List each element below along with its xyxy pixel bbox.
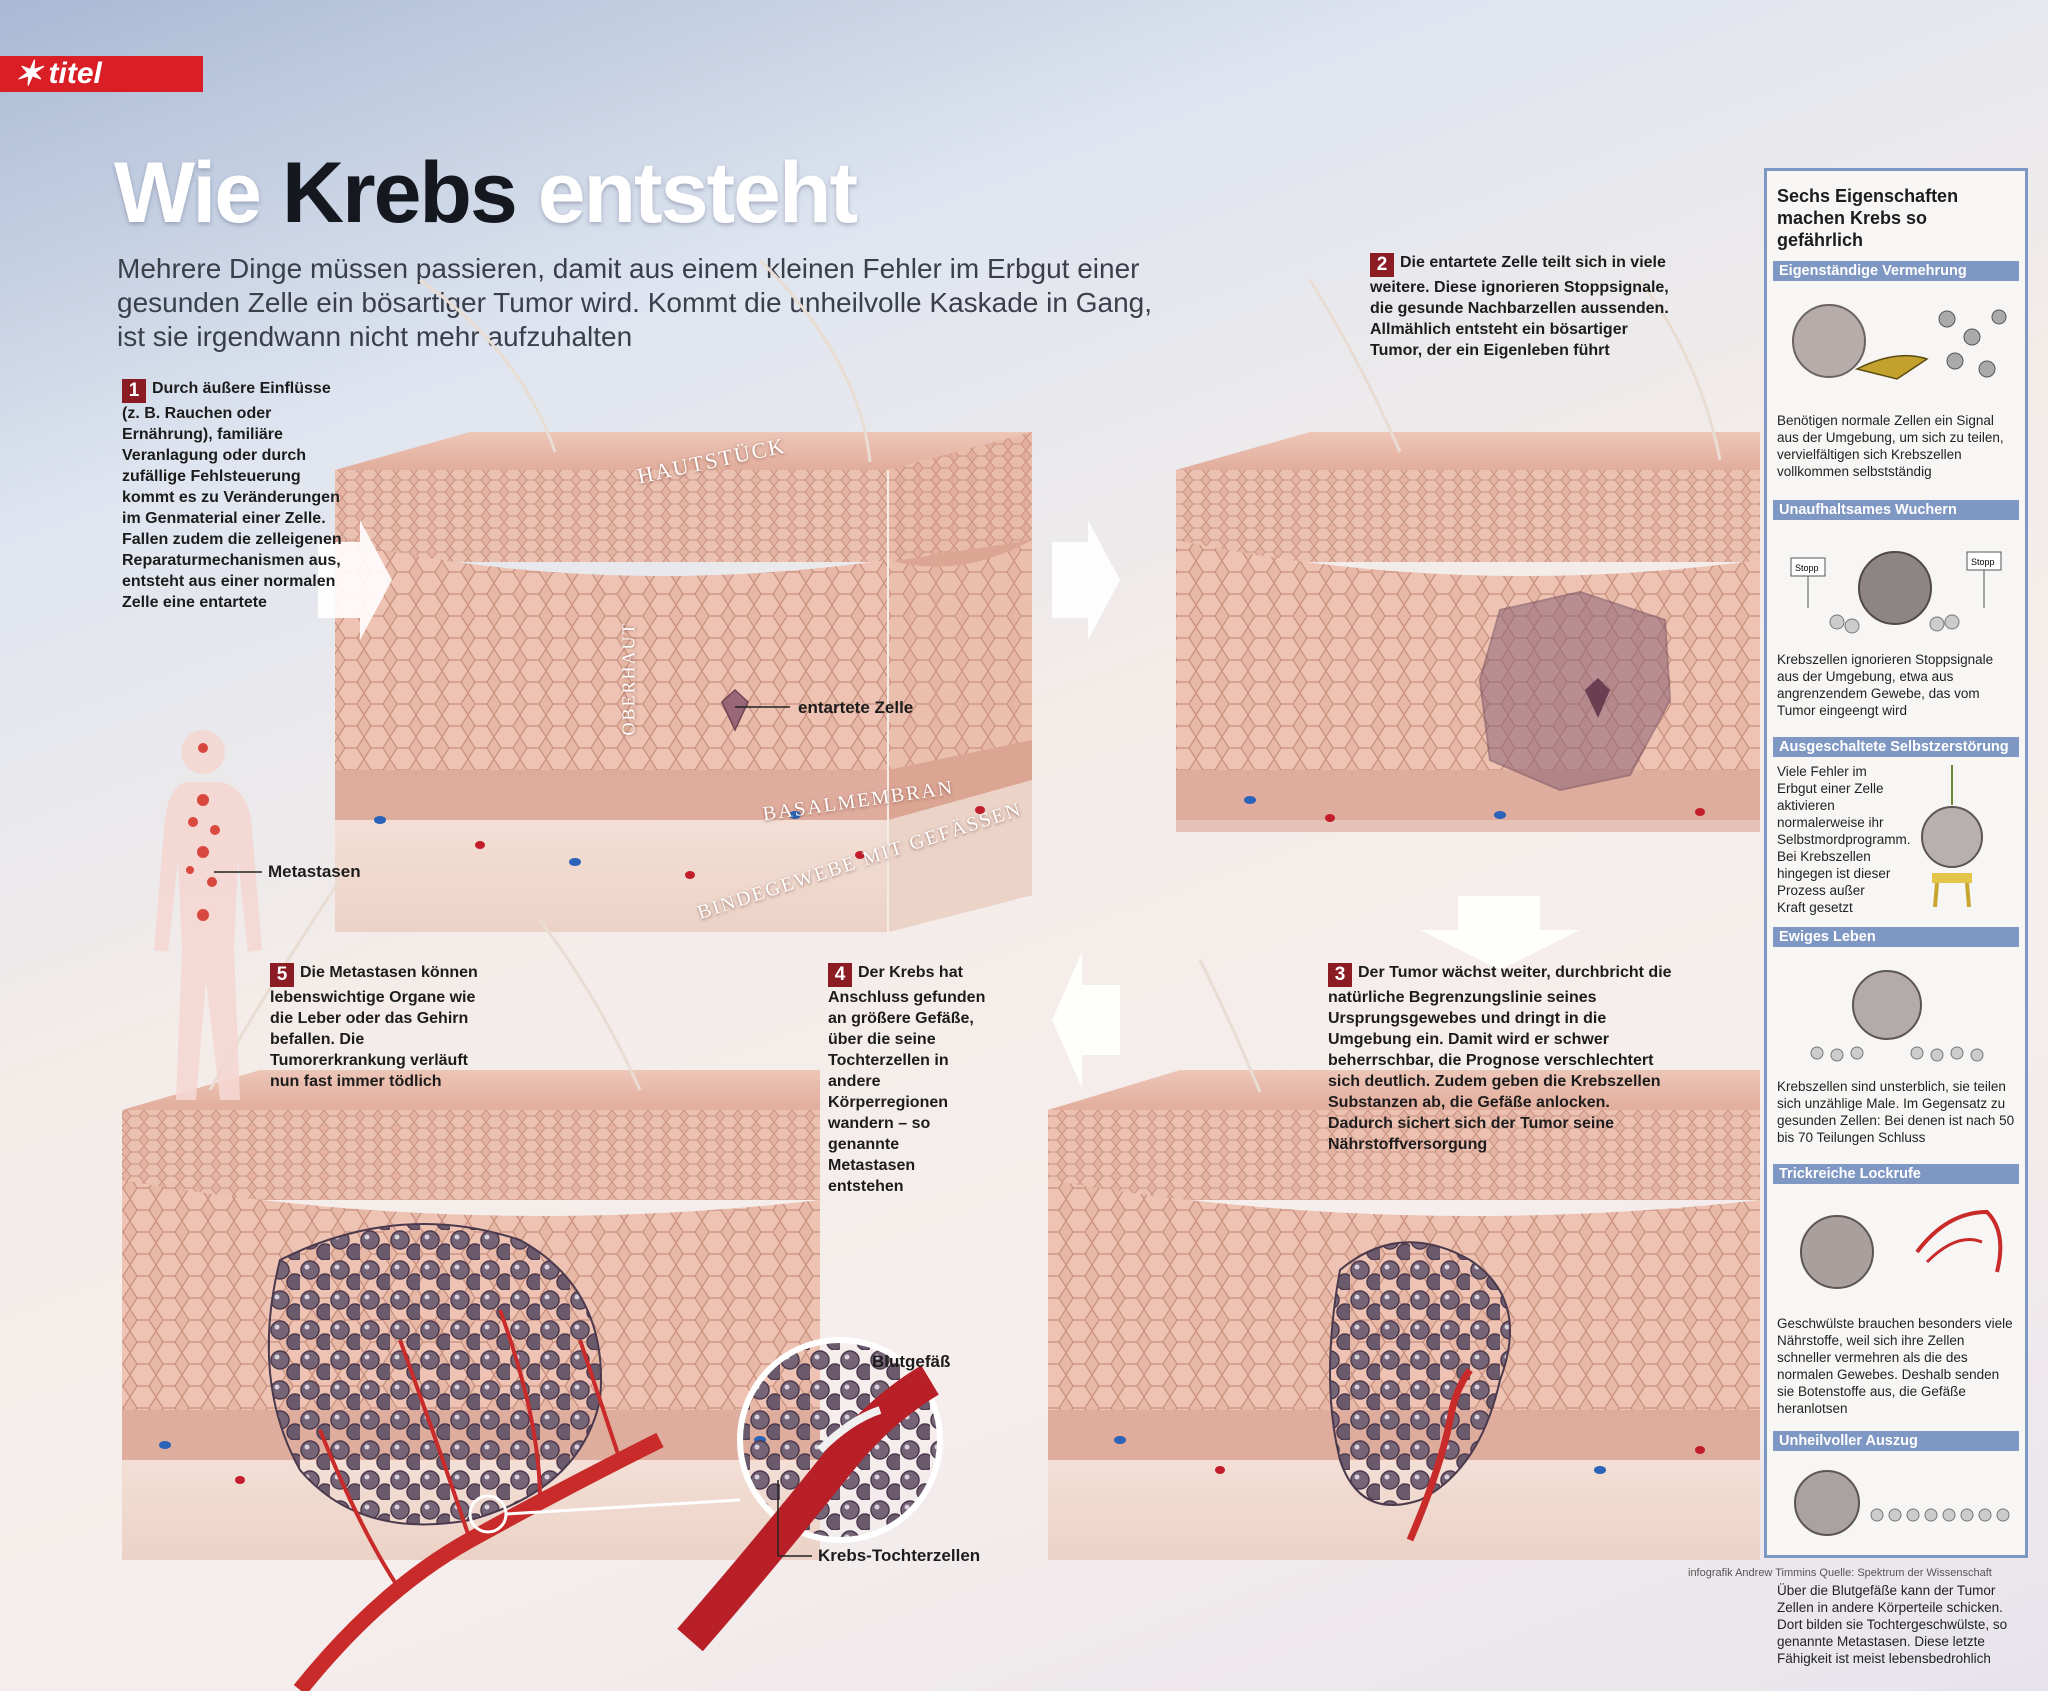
cancer-cell-illustration <box>1792 304 2007 380</box>
star-icon: ✶ <box>14 55 43 93</box>
arrow-right-icon <box>1052 520 1120 640</box>
credit-line: infografik Andrew Timmins Quelle: Spektr… <box>1688 1567 1992 1579</box>
title-part-2: Krebs <box>282 145 518 241</box>
sidebar-item: Ewiges Leben Krebszellen sind unsterblic… <box>1767 927 2025 1146</box>
magnifier-blood-vessel <box>677 1337 943 1652</box>
exodus-cell-illustration <box>1794 1470 2010 1536</box>
cancer-cell-stop-illustration: Stopp Stopp <box>1790 551 2002 634</box>
stop-sign-text: Stopp <box>1971 557 1995 567</box>
callout-tochterzellen: Krebs-Tochterzellen <box>818 1546 981 1565</box>
skin-block-4 <box>122 879 820 1691</box>
sidebar-item: Ausgeschaltete Selbstzerstörung Viele Fe… <box>1767 737 2025 915</box>
step-text: Die entartete Zelle teilt sich in viele … <box>1370 254 1669 359</box>
arrow-right-icon <box>318 520 392 640</box>
sidebar-item-head: Eigenständige Vermehrung <box>1773 261 2019 281</box>
sidebar-item-text: Krebszellen sind unsterblich, sie teilen… <box>1777 1079 2015 1145</box>
step-text: Der Krebs hat Anschluss gefunden an größ… <box>828 964 986 1195</box>
sidebar-item-head: Unaufhaltsames Wuchern <box>1773 500 2019 520</box>
arrow-left-icon <box>1052 952 1120 1088</box>
immortal-cell-illustration <box>1810 970 1984 1062</box>
sidebar-item-text: Krebszellen ignorieren Stoppsignale aus … <box>1777 652 1994 718</box>
section-tag: ✶ titel <box>0 55 203 93</box>
section-tag-label: titel <box>48 57 102 90</box>
lede-text: Mehrere Dinge müssen passieren, damit au… <box>117 253 1153 352</box>
sidebar-item: Trickreiche Lockrufe Geschwülste brauche… <box>1767 1164 2025 1417</box>
sidebar-item: Unaufhaltsames Wuchern Stopp Stopp Krebs… <box>1767 500 2025 719</box>
step-number: 3 <box>1328 963 1352 987</box>
sidebar-six-properties: Sechs Eigenschaften machen Krebs so gefä… <box>1764 168 2028 1666</box>
sidebar-item-text: Viele Fehler im Erbgut einer Zelle aktiv… <box>1777 764 1911 915</box>
sidebar-item-head: Unheilvoller Auszug <box>1773 1431 2019 1451</box>
step-text: Die Metastasen können lebenswichtige Org… <box>270 964 478 1090</box>
step-text: Durch äußere Einflüsse (z. B. Rauchen od… <box>122 380 342 611</box>
stop-sign-text: Stopp <box>1795 563 1819 573</box>
callout-entartete-zelle: entartete Zelle <box>798 698 914 717</box>
callout-metastasen: Metastasen <box>268 862 361 881</box>
label-oberhaut: OBERHAUT <box>618 621 639 736</box>
step-number: 1 <box>122 379 146 403</box>
sidebar-item-head: Ewiges Leben <box>1773 927 2019 947</box>
sidebar-item: Eigenständige Vermehrung Benötigen norma… <box>1767 261 2025 480</box>
sidebar-item-head: Ausgeschaltete Selbstzerstörung <box>1773 737 2019 757</box>
page-title: Wie Krebs entsteht <box>114 150 858 236</box>
skin-block-3 <box>1048 959 1760 1560</box>
sidebar-item-text: Benötigen normale Zellen ein Signal aus … <box>1777 413 2004 479</box>
step-number: 2 <box>1370 253 1394 277</box>
step-number: 4 <box>828 963 852 987</box>
title-part-3: entsteht <box>515 145 858 241</box>
sidebar-item: Unheilvoller Auszug Über die Blutgefäße … <box>1767 1431 2025 1667</box>
sidebar-item-text: Über die Blutgefäße kann der Tumor Zelle… <box>1777 1583 2008 1666</box>
sidebar-item-head: Trickreiche Lockrufe <box>1773 1164 2019 1184</box>
sidebar-title: Sechs Eigenschaften machen Krebs so gefä… <box>1777 186 1959 250</box>
metastases-marks <box>186 743 220 921</box>
lure-cell-illustration <box>1800 1209 2003 1289</box>
callout-blutgefaess: Blutgefäß <box>872 1352 951 1371</box>
skin-block-1 <box>335 258 1032 932</box>
step-text: Der Tumor wächst weiter, durchbricht die… <box>1328 964 1672 1153</box>
title-part-1: Wie <box>114 145 283 241</box>
noose-cell-illustration <box>1921 765 1983 908</box>
arrow-down-icon <box>1420 896 1580 970</box>
step-number: 5 <box>270 963 294 987</box>
skin-block-2 <box>1176 279 1760 832</box>
sidebar-item-text: Geschwülste brauchen besonders viele Näh… <box>1777 1316 2013 1416</box>
